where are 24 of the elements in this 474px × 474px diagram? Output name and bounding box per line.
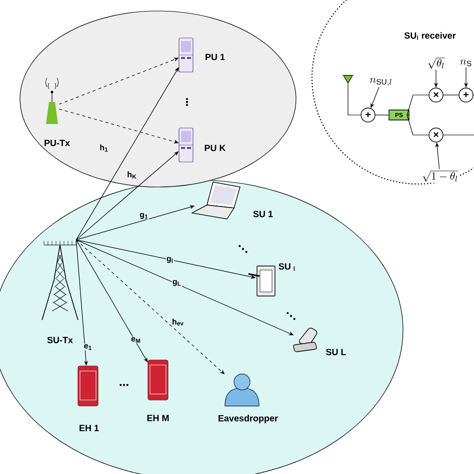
node-label: SU-Tx: [47, 336, 73, 344]
node-label: PU-Tx: [44, 140, 70, 146]
node-label: EH M: [147, 414, 169, 422]
node-label: SU $_{l}$: [278, 263, 295, 271]
region-ellipse: [0, 180, 404, 474]
heading: SU$_{l}$ receiver: [404, 32, 456, 40]
arrow: [348, 84, 361, 116]
node-label: PU K: [204, 144, 226, 152]
edge-label: h$_{ev}$: [171, 318, 185, 326]
signal-label: $n_{\mathrm{SU},l}$: [368, 76, 394, 88]
ellipsis: ⋮: [186, 98, 188, 106]
ellipsis: …: [120, 384, 128, 386]
edge-label: g$_{1}$: [139, 212, 149, 220]
ellipsis: ⋱: [286, 312, 296, 320]
node-label: SU L: [326, 348, 346, 356]
node-label: EH 1: [80, 424, 99, 432]
node-label: SU 1: [253, 210, 273, 218]
node-label: Eavesdropper: [218, 414, 278, 424]
signal-label: $\sqrt{1-\theta_l}$: [420, 169, 460, 183]
edge-label: g$_{L}$: [172, 280, 182, 286]
ellipsis: ⋱: [238, 245, 248, 253]
node-label: PU 1: [206, 54, 225, 60]
region-ellipse: [20, 10, 296, 188]
edge-label: e$_{M}$: [130, 336, 142, 344]
